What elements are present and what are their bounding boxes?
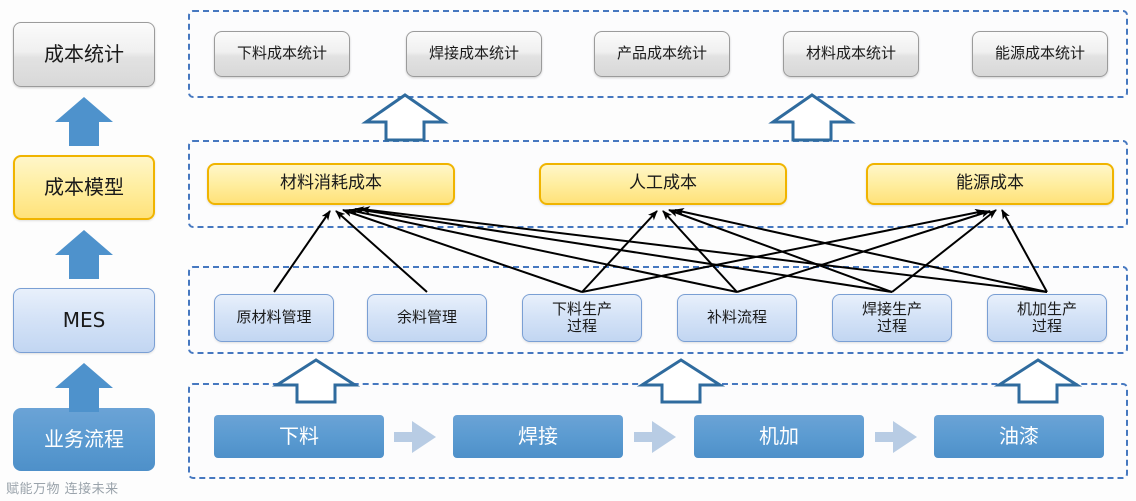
node-label: 余料管理 [396, 308, 457, 327]
stat-node-chanpin[interactable]: 产品成本统计 [594, 31, 730, 77]
sidebar-item-label: MES [62, 308, 106, 332]
node-label: 能源成本统计 [994, 44, 1085, 63]
node-label: 能源成本 [956, 173, 1024, 194]
mes-node-xialiao-process[interactable]: 下料生产过程 [522, 294, 642, 342]
node-label: 焊接成本统计 [428, 44, 519, 63]
mes-node-replenish[interactable]: 补料流程 [677, 294, 797, 342]
hollow-up-arrow-icon [361, 93, 856, 142]
business-node-jijia[interactable]: 机加 [694, 415, 864, 458]
sidebar-item-label: 成本统计 [44, 42, 124, 66]
node-label: 机加 [759, 424, 799, 448]
business-node-youqi[interactable]: 油漆 [934, 415, 1104, 458]
sidebar-item-cost-model[interactable]: 成本模型 [13, 155, 155, 220]
node-label: 材料成本统计 [805, 44, 896, 63]
stat-node-hanjie[interactable]: 焊接成本统计 [406, 31, 542, 77]
sidebar-up-arrow-icon [55, 97, 113, 412]
sidebar-item-label: 成本模型 [44, 175, 124, 199]
mes-node-hanjie-process[interactable]: 焊接生产过程 [832, 294, 952, 342]
node-label: 下料生产过程 [551, 299, 612, 335]
model-node-energy[interactable]: 能源成本 [866, 163, 1114, 205]
node-label: 下料 [279, 424, 319, 448]
node-label: 焊接生产过程 [861, 299, 922, 335]
mes-node-jijia-process[interactable]: 机加生产过程 [987, 294, 1107, 342]
model-node-labor[interactable]: 人工成本 [539, 163, 787, 205]
model-node-material-consumption[interactable]: 材料消耗成本 [207, 163, 455, 205]
node-label: 焊接 [518, 424, 558, 448]
stat-node-nengyuan[interactable]: 能源成本统计 [972, 31, 1108, 77]
watermark-text: 赋能万物 连接未来 [6, 482, 119, 497]
node-label: 原材料管理 [236, 308, 312, 327]
node-label: 下料成本统计 [236, 44, 327, 63]
business-node-xialiao[interactable]: 下料 [214, 415, 384, 458]
stat-node-cailiao[interactable]: 材料成本统计 [783, 31, 919, 77]
sidebar-item-business-process[interactable]: 业务流程 [13, 408, 155, 471]
sidebar-item-mes[interactable]: MES [13, 288, 155, 353]
node-label: 油漆 [999, 424, 1039, 448]
business-node-hanjie[interactable]: 焊接 [453, 415, 623, 458]
node-label: 材料消耗成本 [280, 173, 382, 194]
sidebar-item-cost-statistics[interactable]: 成本统计 [13, 22, 155, 87]
mes-node-raw-material[interactable]: 原材料管理 [214, 294, 334, 342]
node-label: 人工成本 [629, 173, 697, 194]
sidebar-item-label: 业务流程 [44, 427, 124, 451]
node-label: 补料流程 [706, 308, 767, 327]
node-label: 机加生产过程 [1016, 299, 1077, 335]
stat-node-xialiao[interactable]: 下料成本统计 [214, 31, 350, 77]
node-label: 产品成本统计 [616, 44, 707, 63]
mes-node-scrap[interactable]: 余料管理 [367, 294, 487, 342]
